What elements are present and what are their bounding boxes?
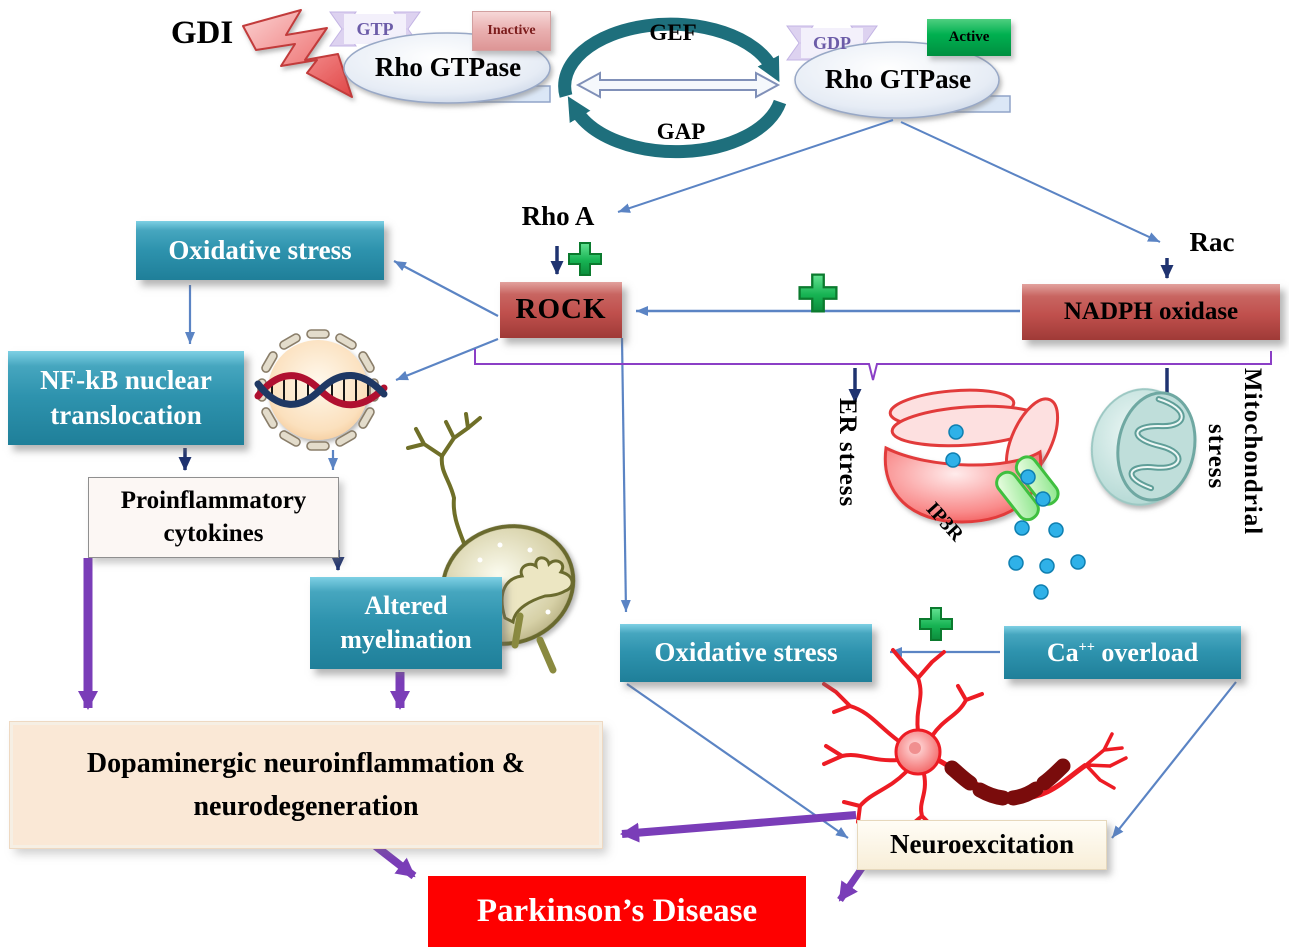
er-icon [883,388,1060,524]
altered-myelination-box: Altered myelination [310,577,502,669]
dopaminergic-line1: Dopaminergic neuroinflammation & [86,747,526,779]
mitochondrial-stress-label-line2: stress [1203,424,1230,490]
nadph-oxidase-label: NADPH oxidase [1063,297,1239,325]
dopaminergic-line2: neurodegeneration [193,791,419,822]
er-stress-label: ER stress [834,398,861,508]
proinflammatory-line2: cytokines [163,519,264,547]
proinflammatory-cytokines-box: Proinflammatory cytokines [88,477,339,558]
rho-gtpase-inactive-label: Rho GTPase [374,52,522,83]
proinflammatory-line1: Proinflammatory [120,487,307,514]
edge-oxidative-lower-to-neuroexcitation [626,683,849,839]
altered-myelination-line1: Altered [364,591,448,621]
parkinsons-disease-box: Parkinson’s Disease [428,876,806,947]
rock-downstream-bracket [474,349,1272,381]
cycle-arrows-icon [558,17,787,159]
rac-label: Rac [1189,227,1235,258]
neuron-icon [822,648,1128,830]
gdi-label: GDI [170,15,234,52]
rock-label: ROCK [515,293,607,326]
parkinsons-disease-label: Parkinson’s Disease [476,893,758,930]
mitochondrial-stress-label-line1: Mitochondrial [1239,368,1266,536]
gap-label: GAP [656,118,706,144]
ca-superscript: ++ [1078,638,1095,655]
ca-prefix: Ca [1046,637,1079,667]
lightning-bolt-icon [242,9,353,98]
oxidative-stress-upper-label: Oxidative stress [168,234,352,265]
edge-rock-to-oxidative-upper [393,260,499,317]
rock-box: ROCK [500,282,622,338]
oxidative-stress-lower-box: Oxidative stress [620,624,872,682]
nfkb-box: NF-kB nuclear translocation [8,351,244,445]
active-badge: Active [927,19,1011,56]
plus-icon-nadph-rock [798,273,838,313]
ca-overload-box: Ca++ overload [1004,626,1241,679]
exchange-arrow-icon [575,71,781,99]
edge-active-to-rac [900,121,1161,243]
rho-gtpase-active-ellipse [794,41,1000,119]
calcium-ion-icon [945,424,1086,600]
nadph-oxidase-box: NADPH oxidase [1022,284,1280,340]
edge-ca-to-neuroexcitation [1111,681,1237,839]
neuroexcitation-box: Neuroexcitation [857,820,1107,870]
ip3r-channel-icon [995,455,1060,522]
edge-active-to-rhoa [617,119,894,213]
dna-icon [254,372,388,409]
oxidative-stress-upper-box: Oxidative stress [136,221,384,280]
inactive-badge-label: Inactive [487,22,536,38]
ca-overload-label: Ca++ overload [1047,636,1198,670]
inactive-badge: Inactive [472,11,551,51]
rho-a-label: Rho A [521,201,595,232]
edge-neuroexcitation-to-parkinsons [837,866,865,902]
nfkb-line2: translocation [50,400,202,430]
plus-icon-ca-oxidative [919,607,953,641]
edge-rock-to-nucleus [395,337,499,382]
nfkb-line1: NF-kB nuclear [40,364,212,395]
neuroexcitation-label: Neuroexcitation [890,829,1074,860]
active-badge-label: Active [948,28,990,45]
nucleus-icon [254,329,388,451]
rho-gtpase-active-label: Rho GTPase [824,64,972,95]
altered-myelination-line2: myelination [340,625,472,654]
plus-icon-rhoa [568,242,602,276]
gtp-label: GTP [356,18,394,39]
oxidative-stress-lower-label: Oxidative stress [654,637,838,668]
edge-rock-to-oxidative-lower [620,337,631,613]
gdp-label: GDP [813,32,851,53]
edge-neuroexcitation-to-dopaminergic [620,811,857,843]
gef-label: GEF [649,19,697,45]
mitochondria-icon [1090,388,1197,506]
ca-suffix: overload [1094,637,1199,667]
dopaminergic-box: Dopaminergic neuroinflammation & neurode… [9,721,603,849]
